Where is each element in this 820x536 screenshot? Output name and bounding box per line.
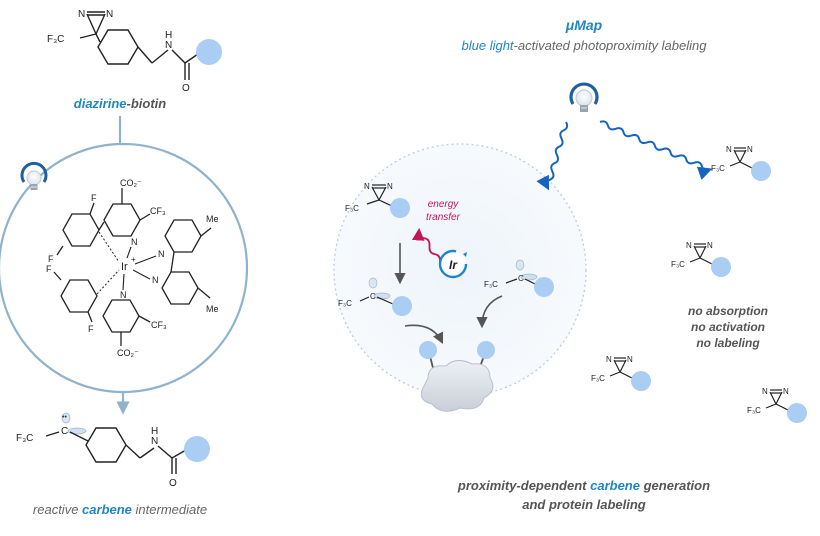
svg-text:Ir: Ir: [121, 261, 128, 273]
svg-text:N: N: [120, 290, 127, 300]
svg-text:O: O: [169, 478, 177, 489]
svg-text:F₃C: F₃C: [47, 34, 64, 45]
unreacted-diazirines: N N F₃C N N F₃C N N F₃C N N F₃C: [591, 145, 807, 423]
biotin-bead: [196, 39, 222, 65]
nitrogen-label: N: [606, 355, 612, 364]
svg-text:N: N: [106, 9, 113, 20]
svg-text:F: F: [48, 254, 54, 264]
svg-text:F₃C: F₃C: [16, 433, 33, 444]
svg-text:F₃C: F₃C: [345, 204, 359, 213]
free-diazirine-probe: N N F₃C: [671, 241, 731, 277]
svg-text:CO₂⁻: CO₂⁻: [120, 178, 142, 188]
svg-text:N: N: [158, 249, 165, 259]
nitrogen-label: N: [747, 145, 753, 154]
energy-transfer-arrow: [411, 227, 441, 263]
probe-bead: [711, 257, 731, 277]
protein-target: [419, 341, 495, 412]
svg-text:Me: Me: [206, 214, 219, 224]
probe-label: diazirine-biotin: [74, 96, 167, 111]
f3c-label: F₃C: [671, 260, 685, 269]
free-diazirine-probe: N N F₃C: [591, 355, 651, 391]
svg-text:N: N: [165, 40, 172, 51]
svg-text:CO₂⁻: CO₂⁻: [117, 348, 139, 358]
probe-bead: [751, 161, 771, 181]
svg-text:F: F: [46, 264, 52, 274]
nitrogen-label: N: [686, 241, 692, 250]
nitrogen-label: N: [707, 241, 713, 250]
svg-text:N: N: [152, 275, 159, 285]
svg-text:C: C: [518, 274, 524, 283]
no-labeling-label: no labeling: [696, 336, 760, 350]
nitrogen-label: N: [783, 387, 789, 396]
ir-catalyst-cycle-icon: Ir: [438, 249, 468, 279]
no-activation-label: no activation: [691, 320, 765, 334]
intermediate-label: reactive carbene intermediate: [33, 502, 207, 517]
nitrogen-label: N: [762, 387, 768, 396]
svg-text:+: +: [131, 255, 136, 264]
svg-text:F: F: [88, 324, 94, 334]
zone-carbene-left: C F₃C: [338, 277, 412, 316]
f3c-label: F₃C: [591, 374, 605, 383]
carbene-intermediate: •• C F₃C H N O: [16, 412, 210, 489]
zone-diazirine: N N F₃C: [345, 182, 410, 218]
light-source-icon: [569, 82, 599, 112]
svg-text:O: O: [182, 83, 190, 94]
svg-text:N: N: [387, 182, 393, 191]
free-diazirine-probe: N N F₃C: [711, 145, 771, 181]
center-caption-line-2: and protein labeling: [522, 497, 646, 512]
svg-text:CF₃: CF₃: [151, 320, 167, 330]
energy-transfer-label-1: energy: [428, 199, 460, 210]
svg-text:Ir: Ir: [449, 258, 458, 272]
svg-text:F: F: [91, 193, 97, 203]
svg-text:F₃C: F₃C: [338, 299, 352, 308]
diazirine-biotin-probe: N N F₃C H N O: [47, 9, 222, 94]
center-caption-line-1: proximity-dependent carbene generation: [457, 478, 710, 493]
page-title: μMap: [565, 17, 603, 33]
svg-text:Me: Me: [206, 304, 219, 314]
svg-text:H: H: [151, 426, 158, 437]
f3c-label: F₃C: [711, 164, 725, 173]
energy-transfer-label-2: transfer: [426, 212, 461, 223]
nitrogen-label: N: [726, 145, 732, 154]
svg-text:N: N: [364, 182, 370, 191]
svg-text:••: ••: [62, 414, 67, 421]
svg-text:N: N: [131, 237, 138, 247]
free-diazirine-probe: N N F₃C: [747, 387, 807, 423]
f3c-label: F₃C: [747, 406, 761, 415]
light-bulb-icon: [20, 161, 48, 190]
svg-text:H: H: [165, 30, 172, 41]
svg-text:N: N: [78, 9, 85, 20]
svg-text:F₃C: F₃C: [484, 280, 498, 289]
page-subtitle: blue light-activated photoproximity labe…: [462, 38, 708, 53]
light-wave-to-free-probe: [599, 120, 713, 180]
light-wave-to-catalyst: [536, 121, 569, 191]
svg-text:N: N: [151, 436, 158, 447]
no-absorption-label: no absorption: [688, 304, 768, 318]
svg-text:CF₃: CF₃: [150, 206, 166, 216]
iridium-photocatalyst: Ir + CO₂⁻ CF₃ N F F Me N Me N F: [46, 178, 219, 358]
svg-text:C: C: [370, 292, 376, 301]
probe-bead: [631, 371, 651, 391]
probe-bead: [787, 403, 807, 423]
nitrogen-label: N: [627, 355, 633, 364]
svg-text:C: C: [61, 426, 68, 437]
zone-carbene-right: C F₃C: [484, 259, 554, 297]
